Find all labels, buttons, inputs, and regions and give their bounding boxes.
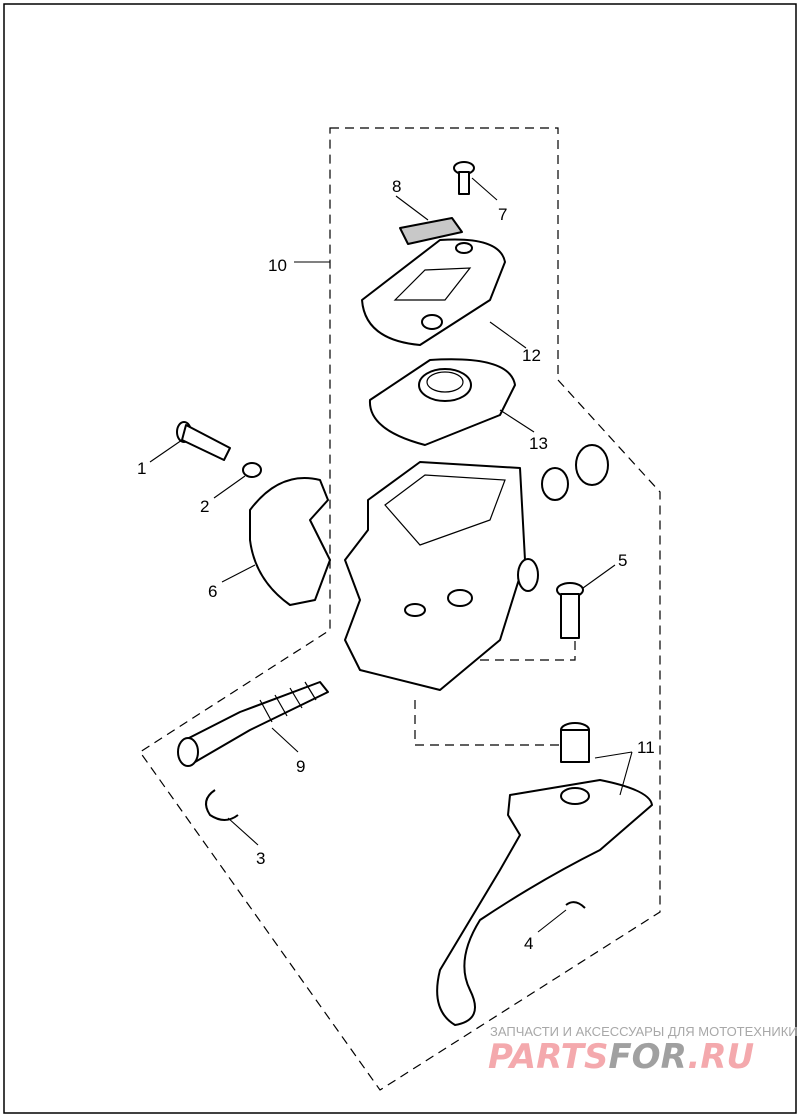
part-boot [575, 444, 609, 486]
watermark-brand: PARTSFOR.RU [488, 1037, 754, 1077]
part-12-cover [361, 238, 506, 346]
part-3-clip [205, 789, 239, 821]
master-cylinder-body [344, 461, 539, 691]
callout-4: 4 [524, 934, 533, 953]
lever-pivot-hole [560, 787, 590, 805]
part-9-piston [177, 681, 329, 767]
callout-6: 6 [208, 582, 217, 601]
part-11-bushing [560, 722, 590, 763]
callout-10: 10 [268, 256, 287, 275]
part-o-ring [541, 467, 569, 501]
callout-5: 5 [618, 551, 627, 570]
callout-7: 7 [498, 205, 507, 224]
callout-13: 13 [529, 434, 548, 453]
callout-11: 11 [637, 738, 655, 757]
callout-12: 12 [522, 346, 541, 365]
part-6-clamp [249, 477, 331, 606]
watermark-tagline: ЗАПЧАСТИ И АКСЕССУАРЫ ДЛЯ МОТОТЕХНИКИ [490, 1024, 798, 1039]
assembly-10-outline [139, 127, 661, 1091]
part-1-bolt [176, 421, 231, 461]
callout-3: 3 [256, 849, 265, 868]
callout-2: 2 [200, 497, 209, 516]
watermark: ЗАПЧАСТИ И АКСЕССУАРЫ ДЛЯ МОТОТЕХНИКИ PA… [488, 1024, 798, 1077]
callout-9: 9 [296, 757, 305, 776]
part-7-screw [453, 161, 475, 195]
diagram-border [3, 3, 797, 1114]
part-13-diaphragm [368, 358, 516, 446]
callout-8: 8 [392, 177, 401, 196]
callout-1: 1 [137, 459, 146, 478]
part-5-pin [556, 582, 584, 639]
part-8-pad [399, 217, 463, 245]
part-2-washer [242, 462, 262, 478]
part-11-lever [436, 779, 653, 1026]
leader-lines [149, 177, 633, 933]
part-4-clip [565, 901, 586, 909]
